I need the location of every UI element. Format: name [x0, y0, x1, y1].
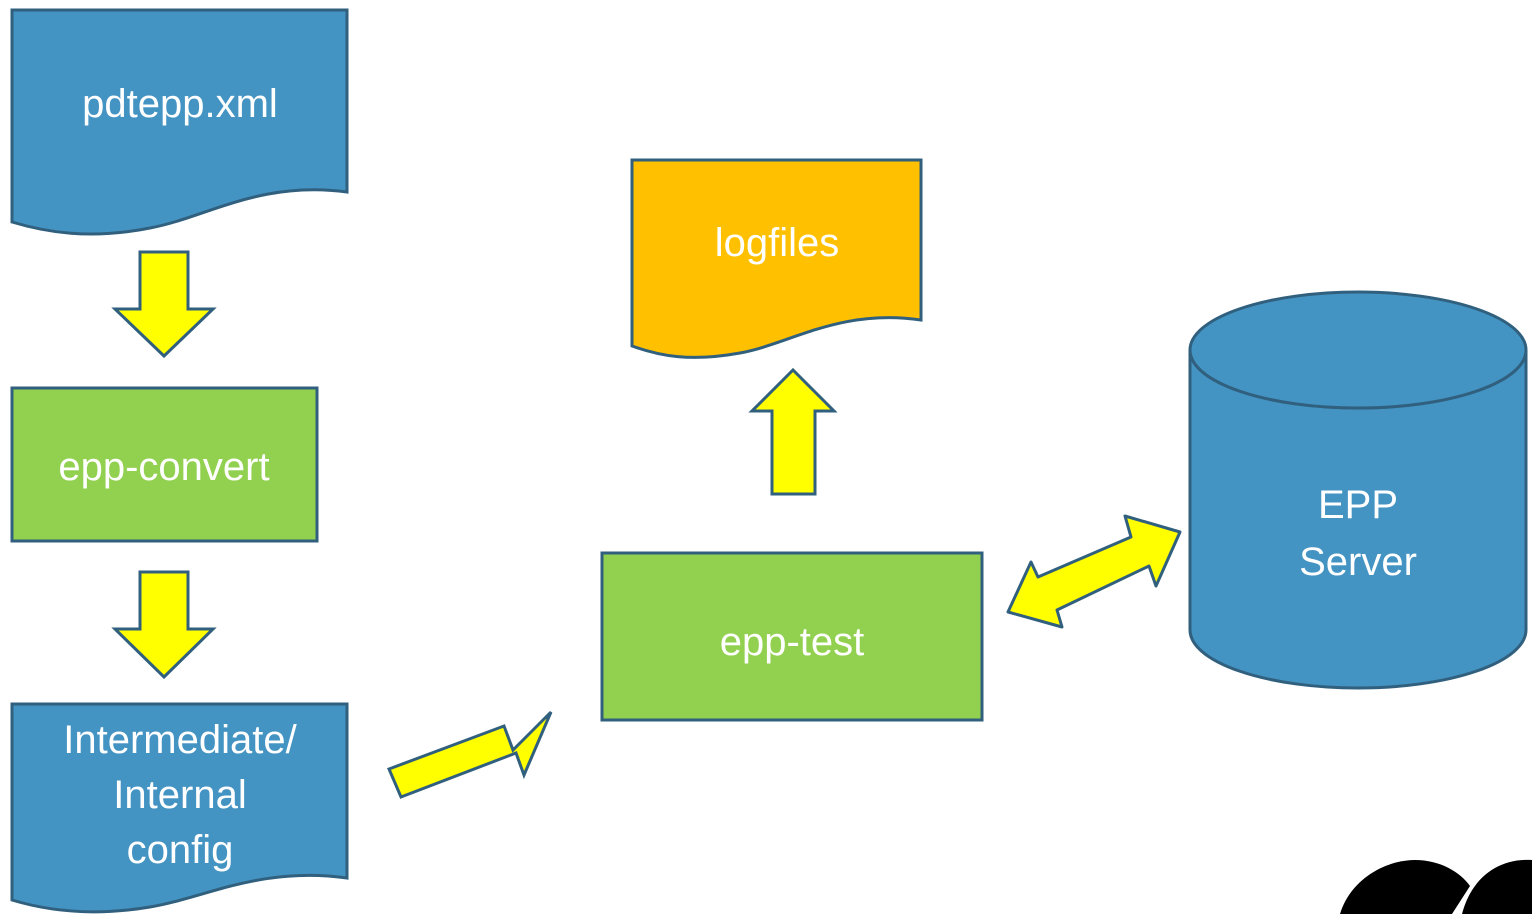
intermediate-document-shape [10, 702, 349, 914]
intermediate-label-line1: Intermediate/ [63, 718, 297, 762]
node-epp-convert[interactable]: epp-convert [10, 386, 319, 543]
epp-convert-label: epp-convert [58, 445, 269, 489]
arrow-pdtepp-to-convert [111, 250, 217, 359]
node-pdtepp-document[interactable]: pdtepp.xml [10, 8, 349, 236]
logo-right-shape [1462, 859, 1532, 914]
epp-convert-box [10, 386, 319, 543]
arrow-test-to-logfiles [748, 367, 838, 496]
node-epp-test[interactable]: epp-test [600, 551, 984, 722]
logo-left-shape [1340, 860, 1470, 914]
pdtepp-label: pdtepp.xml [82, 82, 278, 126]
intermediate-label-line3: config [127, 828, 234, 872]
node-intermediate-document[interactable]: Intermediate/ Internal config [10, 702, 349, 914]
arrow-test-server-bidirectional [1006, 514, 1182, 629]
node-epp-server-database[interactable]: EPP Server [1188, 290, 1528, 690]
epp-server-label-line1: EPP [1318, 483, 1398, 527]
epp-test-label: epp-test [720, 620, 865, 664]
epp-server-cylinder-top [1188, 290, 1528, 410]
partial-logo-decoration [1340, 859, 1532, 914]
epp-test-box [600, 551, 984, 722]
intermediate-label-line2: Internal [113, 773, 246, 817]
pdtepp-document-shape [10, 8, 349, 236]
epp-server-label-line2: Server [1299, 540, 1417, 584]
node-logfiles-document[interactable]: logfiles [630, 158, 923, 359]
logfiles-label: logfiles [715, 221, 840, 265]
logfiles-document-shape [630, 158, 923, 359]
arrow-convert-to-intermediate [111, 570, 217, 680]
arrow-intermediate-to-test [387, 710, 553, 799]
